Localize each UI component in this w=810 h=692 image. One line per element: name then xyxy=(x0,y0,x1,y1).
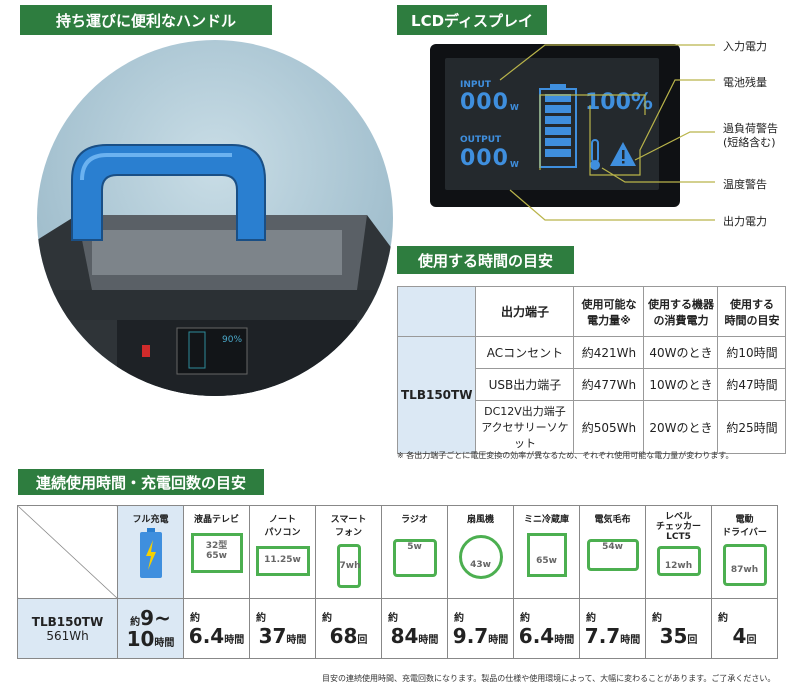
callout-input-power: 入力電力 xyxy=(723,40,767,53)
handle-section-title: 持ち運びに便利なハンドル xyxy=(20,5,272,35)
device-fullcharge: フル充電 xyxy=(117,505,184,599)
fan-icon: 43w xyxy=(458,535,503,579)
continuous-section-title: 連続使用時間・充電回数の目安 xyxy=(18,469,264,495)
table-cell: 約25時間 xyxy=(717,400,787,454)
continuous-table: フル充電 液晶テレビ 32型 65w ノート パソコン 11.25w スマート … xyxy=(17,505,778,659)
usage-model: TLB150TW xyxy=(396,336,477,454)
input-unit: W xyxy=(510,103,519,112)
table-cell: DC12V出力端子 アクセサリーソケット xyxy=(475,400,575,454)
smartphone-icon: 7wh xyxy=(336,544,361,588)
device-radio: ラジオ 5w xyxy=(381,505,448,599)
output-unit: W xyxy=(510,160,519,169)
device-mini-fridge: ミニ冷蔵庫 65w xyxy=(513,505,580,599)
cont-model: TLB150TW xyxy=(31,614,104,629)
header-available-power: 使用可能な 電力量※ xyxy=(573,286,645,337)
laptop-icon: 11.25w xyxy=(255,546,310,576)
battery-percent: 100% xyxy=(585,90,653,115)
device-level-checker: レベル チェッカー LCT5 12wh xyxy=(645,505,712,599)
table-cell: 約477Wh xyxy=(573,368,645,401)
cont-capacity: 561Wh xyxy=(46,628,89,643)
panel-lcd-text: 90% xyxy=(222,335,242,345)
device-fan: 扇風機 43w xyxy=(447,505,514,599)
callout-battery-level: 電池残量 xyxy=(723,76,767,89)
diagonal-header xyxy=(17,505,118,599)
device-laptop: ノート パソコン 11.25w xyxy=(249,505,316,599)
table-cell: USB出力端子 xyxy=(475,368,575,401)
usage-section-title: 使用する時間の目安 xyxy=(397,246,574,274)
footer-note: 目安の連続使用時間、充電回数になります。製品の仕様や使用環境によって、大幅に変わ… xyxy=(322,674,776,683)
result-cell: 約9~ 10時間 xyxy=(117,598,184,659)
table-cell: 約505Wh xyxy=(573,400,645,454)
header-usage-time: 使用する 時間の目安 xyxy=(717,286,787,337)
handle-photo: 90% xyxy=(37,40,393,396)
table-cell: ACコンセント xyxy=(475,336,575,369)
lcd-section-title: LCDディスプレイ xyxy=(397,5,547,35)
table-cell: 約421Wh xyxy=(573,336,645,369)
tv-icon: 32型 65w xyxy=(190,533,243,573)
callout-overload-warning: 過負荷警告 (短絡含む) xyxy=(723,122,778,149)
callout-lines xyxy=(499,44,715,221)
thermometer-icon xyxy=(590,139,600,170)
table-cell: 10Wのとき xyxy=(643,368,719,401)
device-electric-blanket: 電気毛布 54w xyxy=(579,505,646,599)
battery-icon xyxy=(539,84,577,168)
table-cell: 約47時間 xyxy=(717,368,787,401)
usage-table: 出力端子 使用可能な 電力量※ 使用する機器 の消費電力 使用する 時間の目安 … xyxy=(396,286,787,454)
level-checker-icon: 12wh xyxy=(656,546,701,576)
device-smartphone: スマート フォン 7wh xyxy=(315,505,382,599)
radio-icon: 5w xyxy=(392,539,437,577)
output-label: OUTPUT xyxy=(460,135,502,145)
table-cell: 20Wのとき xyxy=(643,400,719,454)
input-label: INPUT xyxy=(460,80,491,90)
warning-icon xyxy=(610,142,636,166)
usage-note: ※ 各出力端子ごとに電圧変換の効率が異なるため、それぞれ使用可能な電力量が変わり… xyxy=(397,451,734,460)
device-lcd-tv: 液晶テレビ 32型 65w xyxy=(183,505,250,599)
table-cell: 40Wのとき xyxy=(643,336,719,369)
input-value: 000 xyxy=(460,90,509,115)
output-value: 000 xyxy=(460,146,509,171)
callout-output-power: 出力電力 xyxy=(723,215,767,228)
device-electric-driver: 電動 ドライバー 87wh xyxy=(711,505,778,599)
header-output-port: 出力端子 xyxy=(475,286,575,337)
fridge-icon: 65w xyxy=(526,533,567,577)
table-cell: 約10時間 xyxy=(717,336,787,369)
cont-model-cell: TLB150TW 561Wh xyxy=(17,598,118,659)
header-consumption: 使用する機器 の消費電力 xyxy=(643,286,719,337)
driver-icon: 87wh xyxy=(722,544,767,586)
callout-temperature-warning: 温度警告 xyxy=(723,178,767,191)
battery-charge-icon xyxy=(139,528,162,578)
blanket-icon: 54w xyxy=(586,539,639,571)
